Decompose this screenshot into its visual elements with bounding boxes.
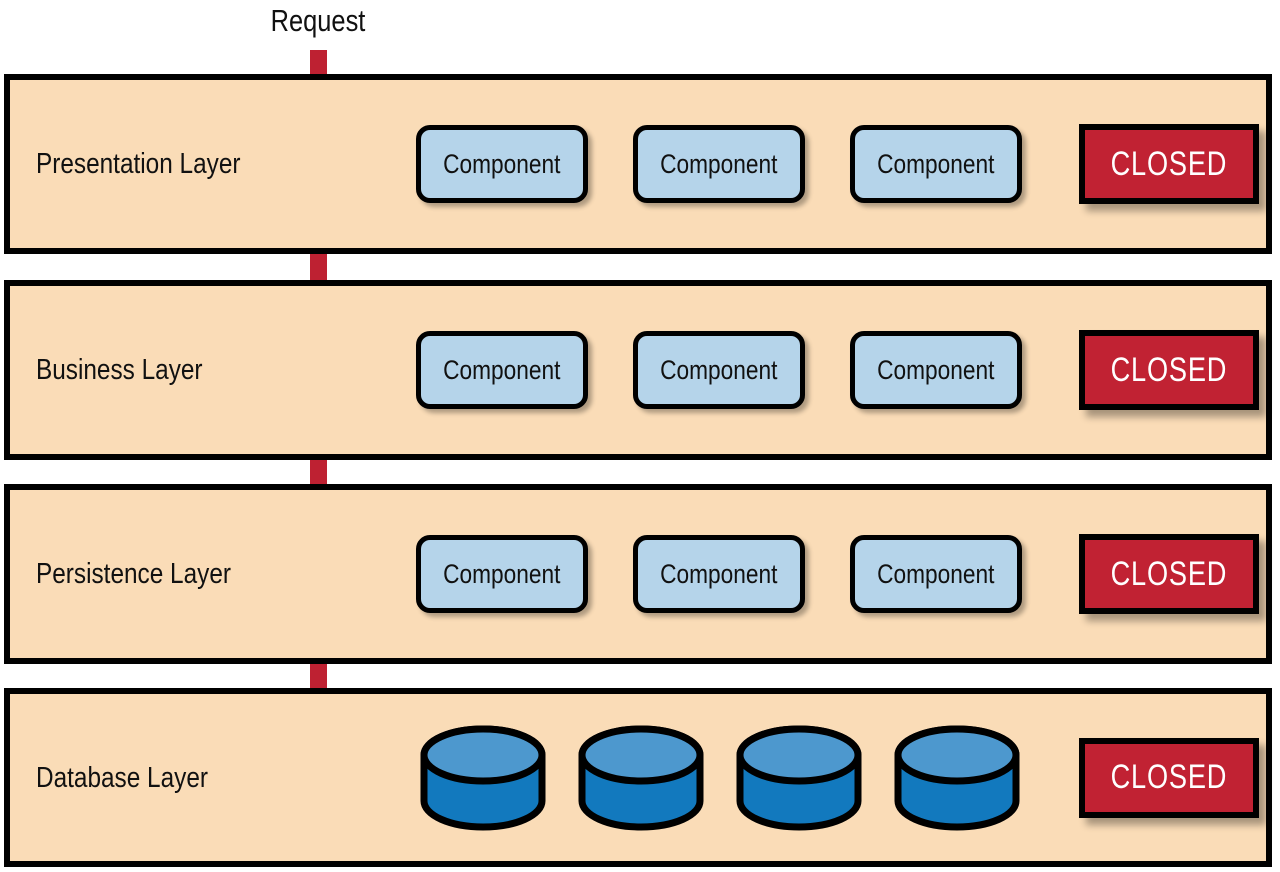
layer-label-presentation: Presentation Layer [36, 148, 241, 180]
database-cylinder-icon[interactable] [892, 725, 1022, 831]
layer-label-persistence: Persistence Layer [36, 558, 231, 590]
component-box[interactable]: Component [633, 331, 805, 409]
status-badge-label: CLOSED [1110, 144, 1228, 183]
component-label: Component [877, 148, 995, 179]
layer-persistence[interactable]: Persistence Layer Component Component Co… [4, 484, 1272, 664]
status-badge-label: CLOSED [1110, 350, 1228, 389]
component-box[interactable]: Component [633, 535, 805, 613]
database-group [418, 725, 1022, 831]
component-label: Component [660, 354, 778, 385]
status-badge-closed[interactable]: CLOSED [1079, 737, 1259, 818]
status-badge-closed[interactable]: CLOSED [1079, 330, 1259, 410]
component-group-persistence: Component Component Component [416, 535, 1022, 613]
component-box[interactable]: Component [633, 125, 805, 203]
status-badge-closed[interactable]: CLOSED [1079, 124, 1259, 204]
component-box[interactable]: Component [850, 331, 1022, 409]
database-cylinder-icon[interactable] [576, 725, 706, 831]
status-badge-closed[interactable]: CLOSED [1079, 534, 1259, 614]
component-box[interactable]: Component [416, 535, 588, 613]
component-label: Component [660, 148, 778, 179]
layer-database[interactable]: Database Layer [4, 688, 1272, 867]
layer-presentation[interactable]: Presentation Layer Component Component C… [4, 74, 1272, 254]
database-cylinder-icon[interactable] [418, 725, 548, 831]
status-badge-label: CLOSED [1110, 554, 1228, 593]
component-label: Component [443, 354, 561, 385]
component-box[interactable]: Component [416, 125, 588, 203]
component-label: Component [877, 354, 995, 385]
component-label: Component [877, 558, 995, 589]
component-box[interactable]: Component [850, 535, 1022, 613]
layer-business[interactable]: Business Layer Component Component Compo… [4, 280, 1272, 460]
component-label: Component [443, 558, 561, 589]
component-group-presentation: Component Component Component [416, 125, 1022, 203]
component-box[interactable]: Component [850, 125, 1022, 203]
component-label: Component [660, 558, 778, 589]
component-box[interactable]: Component [416, 331, 588, 409]
layer-label-database: Database Layer [36, 761, 208, 794]
component-label: Component [443, 148, 561, 179]
database-cylinder-icon[interactable] [734, 725, 864, 831]
request-label: Request [270, 3, 366, 38]
layer-label-business: Business Layer [36, 354, 203, 386]
status-badge-label: CLOSED [1110, 758, 1228, 796]
component-group-business: Component Component Component [416, 331, 1022, 409]
